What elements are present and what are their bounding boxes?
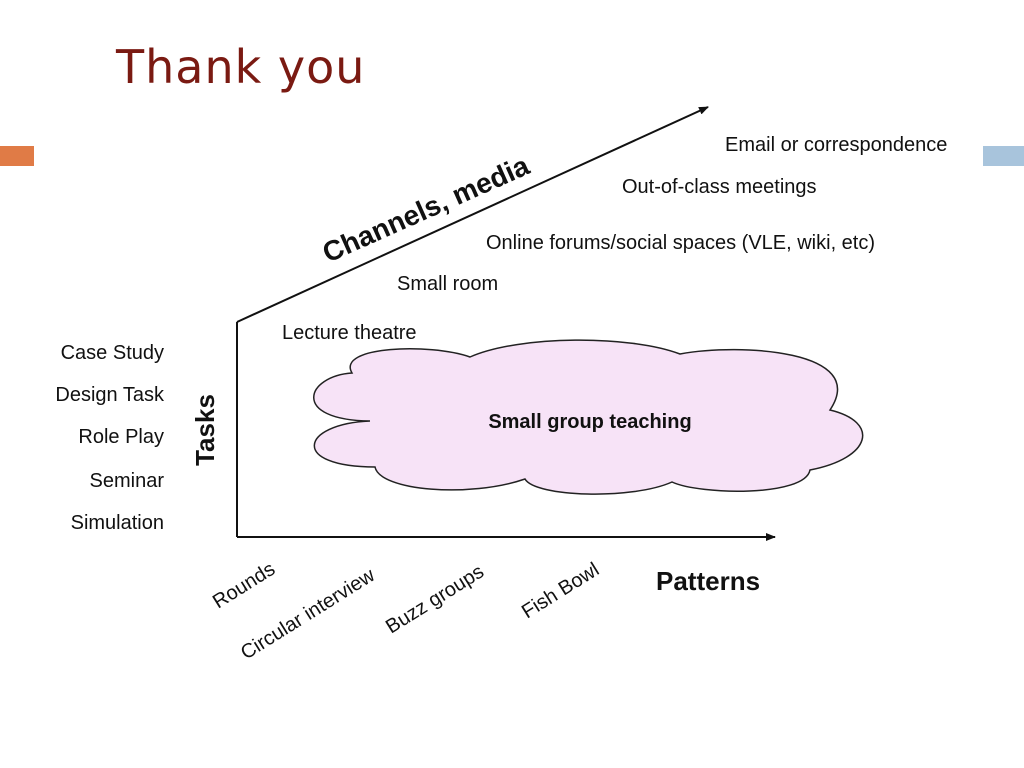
accent-bar-left [0,146,34,166]
channels-axis-arrow [236,106,709,323]
small-group-teaching-cloud [313,339,864,495]
channel-small-room: Small room [397,273,498,295]
patterns-axis-label: Patterns [656,566,760,596]
task-design-task: Design Task [55,384,165,406]
pattern-fish-bowl: Fish Bowl [518,559,603,624]
task-role-play: Role Play [78,426,164,448]
channel-lecture-theatre: Lecture theatre [282,322,417,344]
channel-email: Email or correspondence [725,134,947,156]
tasks-axis-label: Tasks [190,394,220,466]
task-seminar: Seminar [90,470,165,492]
slide-title: Thank you [116,40,366,94]
pattern-rounds: Rounds [209,558,279,613]
task-simulation: Simulation [71,512,164,534]
center-label: Small group teaching [488,411,691,433]
channel-out-of-class: Out-of-class meetings [622,176,817,198]
task-case-study: Case Study [61,342,164,364]
accent-bar-right [983,146,1024,166]
channel-online-forums: Online forums/social spaces (VLE, wiki, … [486,232,875,254]
pattern-buzz-groups: Buzz groups [382,561,488,639]
